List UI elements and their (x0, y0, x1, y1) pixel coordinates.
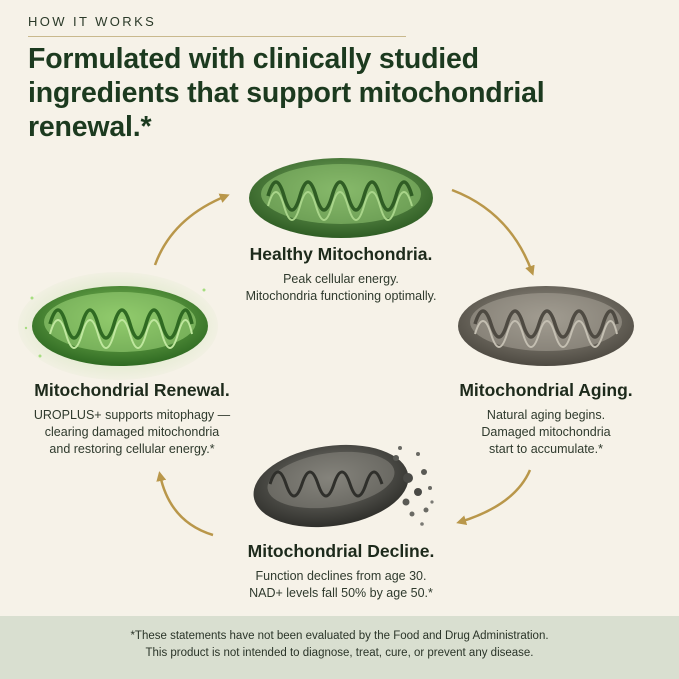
stage-aging: Mitochondrial Aging. Natural aging begin… (440, 380, 652, 458)
arrow-decline-to-renewal (156, 471, 214, 537)
stage-healthy: Healthy Mitochondria. Peak cellular ener… (196, 244, 486, 305)
disclaimer-line-2: This product is not intended to diagnose… (145, 647, 534, 659)
stage-aging-line-2: Damaged mitochondria (481, 425, 611, 439)
stage-renewal-line-2: clearing damaged mitochondria (44, 425, 220, 439)
stage-healthy-desc: Peak cellular energy. Mitochondria funct… (196, 271, 486, 305)
stage-aging-line-1: Natural aging begins. (486, 408, 606, 422)
stage-decline-line-2: NAD+ levels fall 50% by age 50.* (249, 586, 433, 600)
eyebrow-label: HOW IT WORKS (28, 14, 157, 29)
stage-decline-desc: Function declines from age 30. NAD+ leve… (196, 568, 486, 602)
disclaimer-line-1: *These statements have not been evaluate… (130, 630, 549, 642)
renewal-mitochondrion-icon (18, 272, 218, 380)
arrow-healthy-to-aging (451, 188, 535, 276)
stage-renewal-line-1: UROPLUS+ supports mitophagy — (33, 408, 231, 422)
stage-aging-desc: Natural aging begins. Damaged mitochondr… (440, 407, 652, 458)
stage-aging-line-3: start to accumulate.* (489, 442, 603, 456)
stage-decline-line-1: Function declines from age 30. (255, 569, 427, 583)
healthy-mitochondrion-icon (249, 158, 433, 238)
stage-healthy-line-1: Peak cellular energy. (283, 272, 399, 286)
stage-renewal-desc: UROPLUS+ supports mitophagy — clearing d… (14, 407, 250, 458)
aging-mitochondrion-icon (458, 286, 634, 366)
stage-decline: Mitochondrial Decline. Function declines… (196, 541, 486, 602)
arrow-renewal-to-healthy (153, 193, 230, 266)
disclaimer-footer: *These statements have not been evaluate… (0, 616, 679, 679)
stage-aging-title: Mitochondrial Aging. (459, 380, 633, 400)
decline-mitochondrion-icon (253, 444, 434, 528)
page-title: Formulated with clinically studied ingre… (28, 43, 545, 143)
stage-renewal-line-3: and restoring cellular energy.* (49, 442, 215, 456)
stage-healthy-title: Healthy Mitochondria. (249, 244, 433, 264)
stage-decline-title: Mitochondrial Decline. (247, 541, 435, 561)
stage-renewal: Mitochondrial Renewal. UROPLUS+ supports… (14, 380, 250, 458)
stage-renewal-title: Mitochondrial Renewal. (34, 380, 230, 400)
stage-healthy-line-2: Mitochondria functioning optimally. (245, 289, 437, 303)
arrow-aging-to-decline (456, 469, 532, 526)
eyebrow-divider (28, 36, 406, 37)
